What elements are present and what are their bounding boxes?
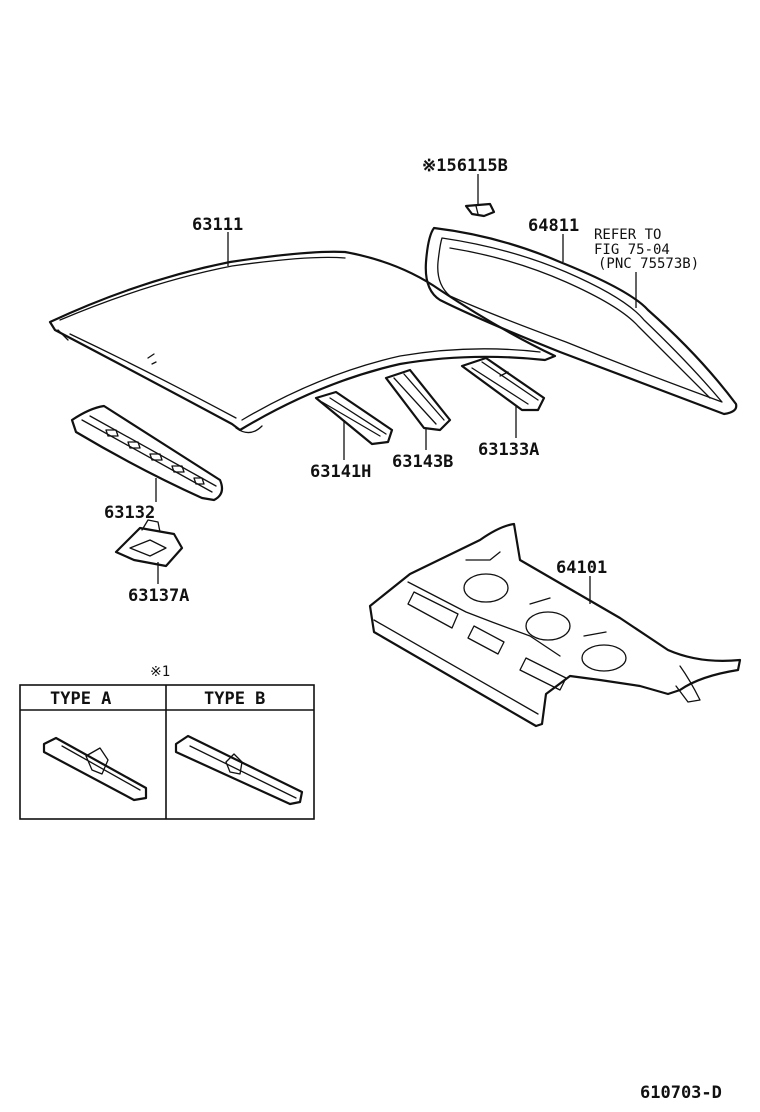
bracket-drawing <box>114 519 184 568</box>
type-b-clip-drawing <box>174 734 304 806</box>
legend-type-b: TYPE B <box>204 689 265 709</box>
legend-type-a: TYPE A <box>50 689 111 709</box>
roof-bow-63141h-drawing <box>314 390 394 446</box>
label-63111: 63111 <box>192 215 243 235</box>
roof-bow-63133a-drawing <box>460 356 546 412</box>
roof-panel-drawing <box>48 250 557 434</box>
label-64811: 64811 <box>528 216 579 236</box>
label-64101: 64101 <box>556 558 607 578</box>
label-63141h: 63141H <box>310 462 371 482</box>
back-window-weatherstrip-drawing <box>424 226 738 416</box>
front-header-drawing <box>70 404 224 502</box>
figure-code: 610703-D <box>640 1083 722 1103</box>
legend-note-marker: ※1 <box>150 664 170 680</box>
rear-floor-panel-drawing <box>368 522 742 728</box>
label-63132: 63132 <box>104 503 155 523</box>
label-63143b: 63143B <box>392 452 453 472</box>
refer-line-2: FIG 75-04 <box>594 242 670 258</box>
label-56115b: ※156115B <box>422 156 508 176</box>
roof-bow-63143b-drawing <box>384 368 452 432</box>
label-63133a: 63133A <box>478 440 539 460</box>
label-63137a: 63137A <box>128 586 189 606</box>
clip-drawing <box>464 202 496 218</box>
type-legend-box <box>19 684 315 820</box>
refer-line-3: (PNC 75573B) <box>598 256 699 272</box>
refer-line-1: REFER TO <box>594 227 661 243</box>
type-a-clip-drawing <box>42 736 148 802</box>
